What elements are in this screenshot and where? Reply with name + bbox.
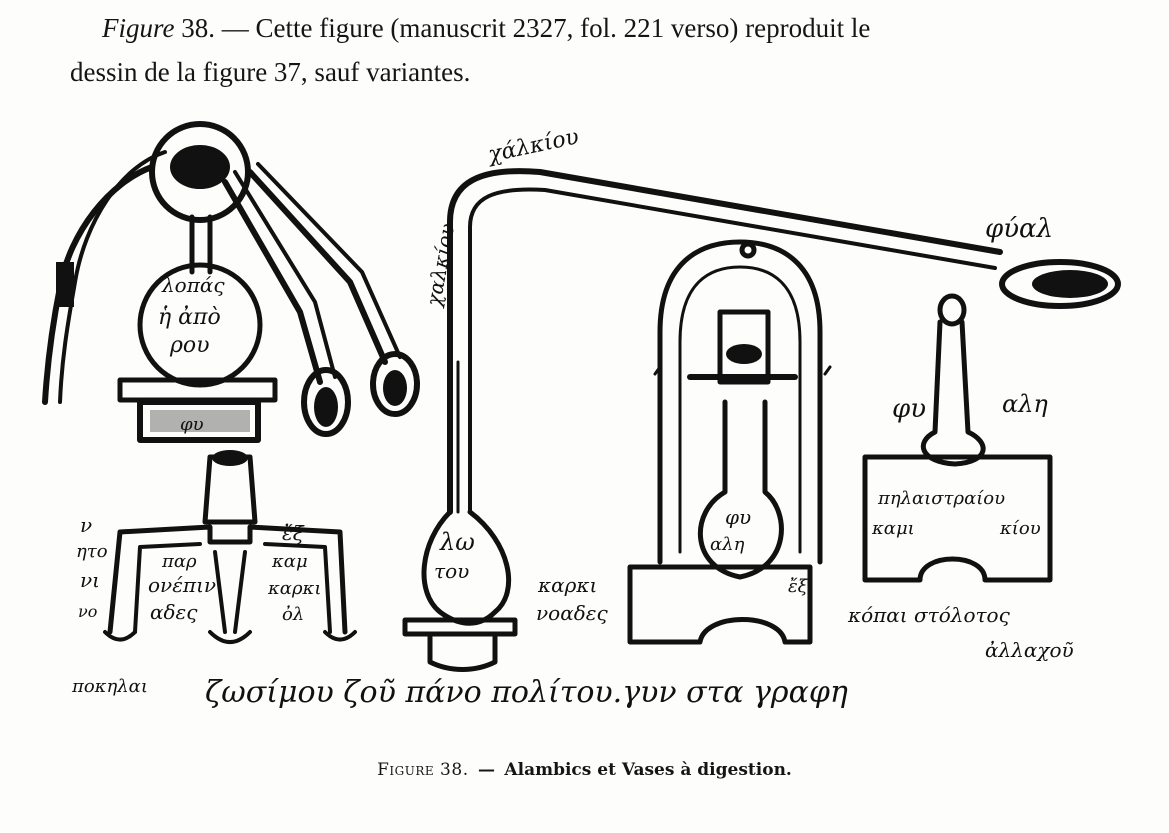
intro-line-1: Figure 38. — Cette figure (manuscrit 232… <box>70 6 1110 50</box>
intro-text-1: Cette figure (manuscrit 2327, fol. 221 v… <box>255 13 871 43</box>
right-vessel <box>627 239 832 645</box>
label-left-flask-3: ρου <box>169 333 210 358</box>
intro-dash: — <box>221 13 249 43</box>
figure-number: 38. <box>181 13 215 43</box>
label-left-flask-2: ἡ ἀπὸ <box>158 305 221 330</box>
label-left-pot-11: ὀλ <box>282 604 304 625</box>
label-bottom-left: ποκηλαι <box>71 676 148 697</box>
label-left-pot-1: ν <box>80 513 92 537</box>
label-left-pot-7: αδες <box>150 600 198 624</box>
label-left-pot-3: νι <box>80 568 100 592</box>
label-left-pot-2: ητο <box>76 541 108 562</box>
label-left-pot-8: ἔξ <box>282 521 305 545</box>
label-far-right-5: κίου <box>999 518 1041 539</box>
caption-lead: Figure 38. <box>377 760 469 780</box>
label-top-tube-1: χαλκίου <box>421 222 459 310</box>
label-center-flask-2: του <box>434 559 469 583</box>
alembic-drawing: χάλκίου χαλκίου φύαλ λοπάς ἡ ἀπὸ ρου φυ … <box>42 121 1121 710</box>
label-far-right-2: αλη <box>1002 390 1048 418</box>
label-left-flask-1: λοπάς <box>161 273 225 297</box>
label-center-mid-1: καρκι <box>537 573 597 597</box>
figure-caption: Figure 38. — Alambics et Vases à digesti… <box>0 760 1169 780</box>
left-pot <box>103 450 357 644</box>
label-left-pot-6: ονέπιν <box>148 573 216 597</box>
label-left-pot-5: παρ <box>161 551 197 572</box>
label-far-right-4: καμι <box>871 518 915 539</box>
label-right-vessel-1: φυ <box>725 505 751 529</box>
caption-title: Alambics et Vases à digestion. <box>504 760 792 780</box>
far-right-vessel <box>862 293 1053 583</box>
label-left-pot-9: καμ <box>271 551 308 572</box>
label-far-right-1: φυ <box>892 394 926 424</box>
label-phial-top-right: φύαλ <box>985 214 1053 244</box>
label-far-right-3: πηλαιστραίου <box>877 488 1005 509</box>
label-center-flask-1: λω <box>439 528 475 556</box>
label-top-tube-2: χάλκίου <box>484 124 581 168</box>
label-far-right-7: ἀλλαχοῦ <box>985 638 1074 662</box>
label-left-pot-10: καρκι <box>267 578 321 599</box>
label-right-vessel-3: ἔξ <box>788 576 809 597</box>
center-alembic <box>402 168 1121 672</box>
label-far-right-6: κόπαι στόλοτος <box>847 603 1011 627</box>
figure-label: Figure <box>102 13 175 43</box>
intro-paragraph: Figure 38. — Cette figure (manuscrit 232… <box>70 6 1110 94</box>
label-right-vessel-2: αλη <box>710 534 745 555</box>
label-left-pot-4: νο <box>78 602 97 621</box>
intro-line-2: dessin de la figure 37, sauf variantes. <box>70 57 471 87</box>
label-left-base: φυ <box>180 414 204 435</box>
label-bottom-line: ζωσίμου ζοῦ πάνο πολίτου.γυν στα γραφη <box>205 675 848 710</box>
caption-dash: — <box>478 760 496 780</box>
label-center-mid-2: νοαδες <box>536 601 608 625</box>
left-alembic <box>42 121 420 443</box>
